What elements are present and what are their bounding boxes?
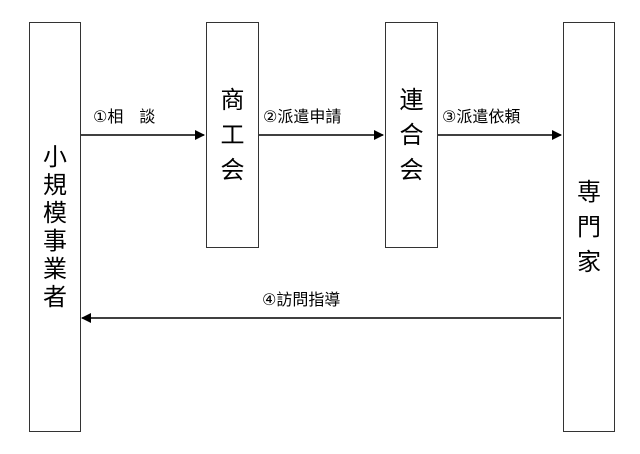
- small-business-label: 小規模事業者: [43, 143, 67, 311]
- label-char: 門: [577, 213, 601, 241]
- label-char: 小: [43, 143, 67, 171]
- label-char: 事: [43, 227, 67, 255]
- expert-box: 専門家: [563, 22, 615, 432]
- federation-box: 連合会: [385, 22, 438, 248]
- dispatch-commission-label: ③派遣依頼: [442, 107, 521, 126]
- federation-label: 連合会: [400, 77, 424, 193]
- label-char: 専: [577, 178, 601, 206]
- label-char: 者: [43, 283, 67, 311]
- label-char: 会: [399, 156, 424, 184]
- label-char: 連: [399, 86, 424, 114]
- chamber-box: 商工会: [206, 22, 259, 248]
- dispatch-request-label: ②派遣申請: [263, 107, 342, 126]
- label-char: 商: [220, 86, 245, 114]
- small-business-box: 小規模事業者: [29, 22, 81, 432]
- label-char: 規: [43, 171, 67, 199]
- consultation-label: ①相 談: [93, 107, 156, 126]
- label-char: 合: [399, 121, 424, 149]
- chamber-label: 商工会: [221, 77, 245, 193]
- label-char: 家: [577, 248, 601, 276]
- label-char: 模: [43, 199, 67, 227]
- label-char: 業: [43, 255, 67, 283]
- label-char: 工: [220, 121, 245, 149]
- visit-guidance-label: ④訪問指導: [262, 290, 341, 309]
- label-char: 会: [220, 156, 245, 184]
- expert-label: 専門家: [577, 169, 601, 285]
